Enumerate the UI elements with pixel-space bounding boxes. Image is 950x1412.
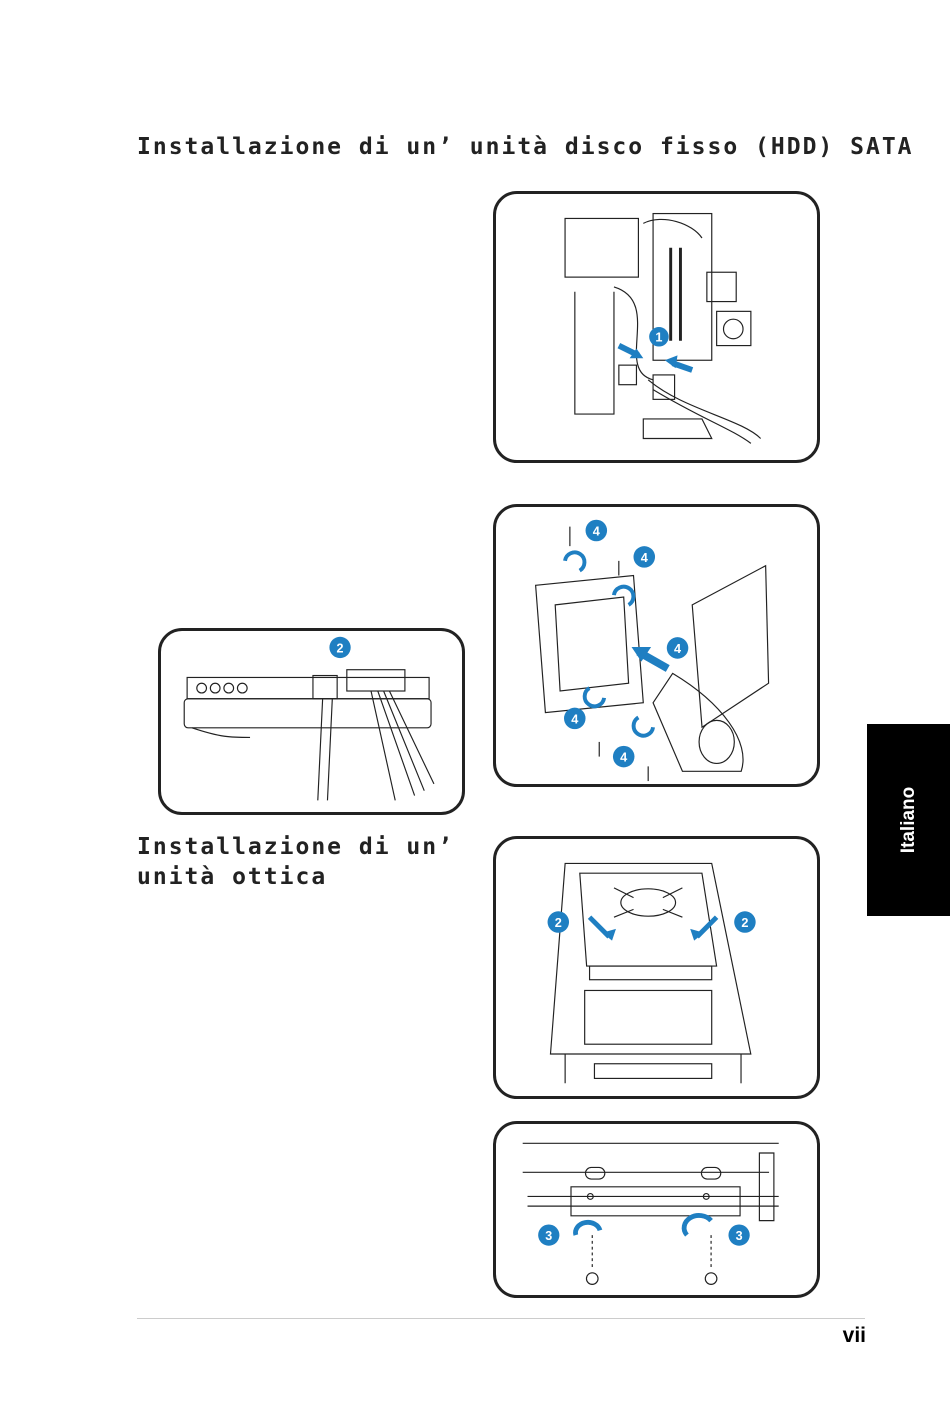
step-number: 4 bbox=[674, 641, 681, 656]
step-number: 1 bbox=[655, 330, 662, 345]
step-number: 4 bbox=[641, 550, 648, 565]
cable-connection-drawing: 1 bbox=[496, 194, 817, 460]
step-number: 3 bbox=[736, 1229, 743, 1243]
language-tab-label: Italiano bbox=[898, 787, 920, 854]
step-number: 2 bbox=[555, 916, 562, 930]
language-tab: Italiano bbox=[867, 724, 950, 916]
illustration-hdd-mounting: 4 4 4 4 4 bbox=[493, 504, 820, 787]
optical-drive-screws-drawing: 3 3 bbox=[496, 1124, 817, 1295]
step-number: 3 bbox=[545, 1229, 552, 1243]
section-heading-hdd: Installazione di un’ unità disco fisso (… bbox=[137, 132, 914, 162]
illustration-optical-drive-screws: 3 3 bbox=[493, 1121, 820, 1298]
illustration-optical-drive-bay: 2 2 bbox=[493, 836, 820, 1099]
page-number: vii bbox=[843, 1324, 866, 1348]
step-number: 4 bbox=[571, 711, 578, 726]
step-number: 2 bbox=[741, 916, 748, 930]
section-heading-odd: Installazione di un’ unità ottica bbox=[137, 832, 467, 892]
optical-drive-bay-drawing: 2 2 bbox=[496, 839, 817, 1096]
illustration-hdd-connectors: 2 bbox=[158, 628, 465, 815]
hdd-mounting-drawing: 4 4 4 4 4 bbox=[496, 507, 817, 784]
step-number: 4 bbox=[620, 749, 627, 764]
step-number: 4 bbox=[593, 523, 600, 538]
step-number: 2 bbox=[337, 641, 344, 655]
illustration-hdd-cable-connection: 1 bbox=[493, 191, 820, 463]
footer-divider bbox=[137, 1318, 865, 1319]
hdd-connectors-drawing: 2 bbox=[161, 631, 462, 812]
